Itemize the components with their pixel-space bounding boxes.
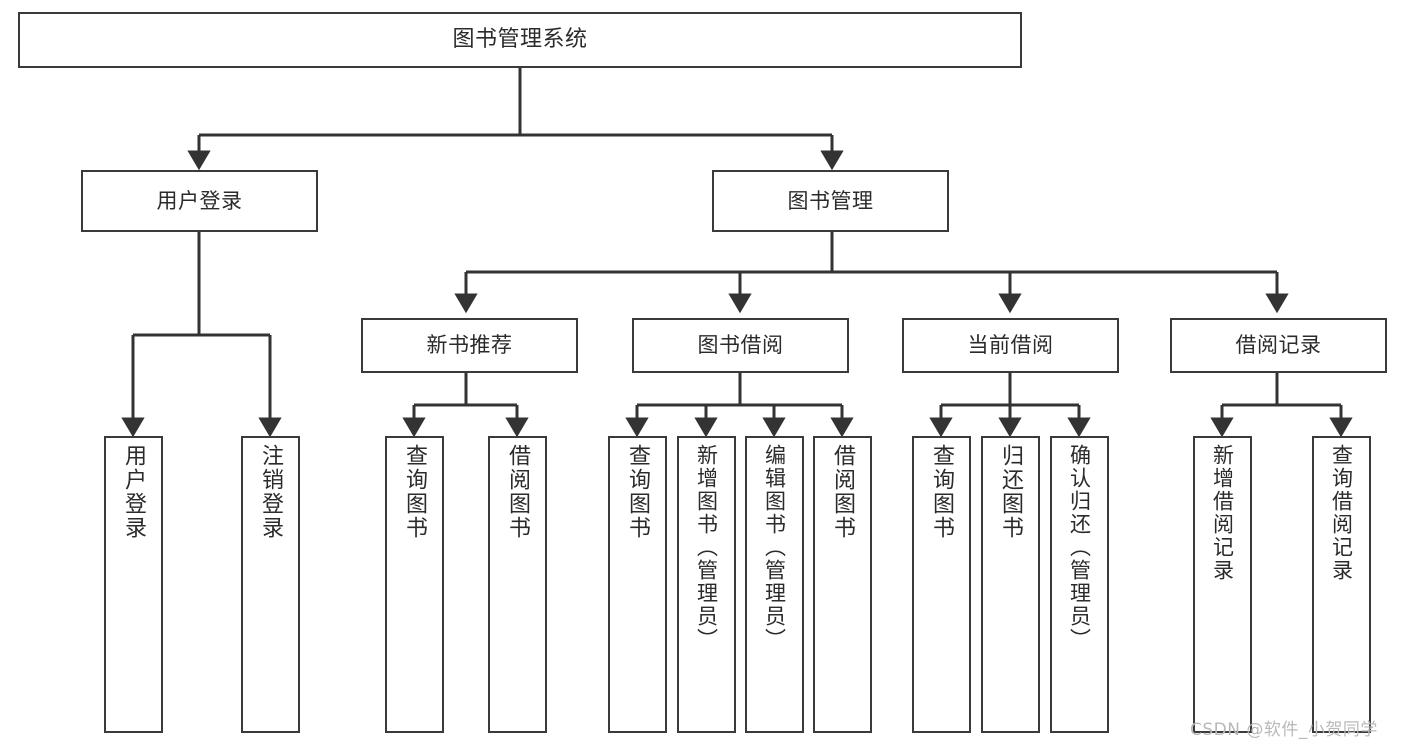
node-current-borrow[interactable]: 当前借阅	[902, 318, 1119, 373]
leaf-user-login-login[interactable]: 用户登录	[104, 436, 163, 733]
node-label: 图书借阅	[697, 333, 784, 358]
node-label: 查询借阅记录	[1329, 444, 1354, 582]
watermark: CSDN @软件_小贺同学	[1190, 720, 1378, 740]
leaf-new-book-query-book[interactable]: 查询图书	[385, 436, 444, 733]
node-label: 新增图书（管理员）	[694, 444, 719, 651]
leaf-book-borrow-add-book-admin[interactable]: 新增图书（管理员）	[677, 436, 736, 733]
node-book-management[interactable]: 图书管理	[712, 170, 949, 232]
leaf-current-borrow-query-book[interactable]: 查询图书	[912, 436, 971, 733]
node-book-borrow[interactable]: 图书借阅	[632, 318, 849, 373]
node-label: 用户登录	[121, 444, 147, 540]
node-label: 新增借阅记录	[1210, 444, 1235, 582]
node-label: 新书推荐	[426, 333, 513, 358]
node-label: 确认归还（管理员）	[1067, 444, 1092, 651]
node-label: 注销登录	[258, 444, 284, 540]
node-label: 查询图书	[929, 444, 955, 540]
node-new-book-recommend[interactable]: 新书推荐	[361, 318, 578, 373]
node-label: 查询图书	[402, 444, 428, 540]
node-root-book-management-system[interactable]: 图书管理系统	[18, 12, 1022, 68]
node-label: 借阅图书	[830, 444, 856, 540]
node-label: 归还图书	[998, 444, 1024, 540]
node-label: 当前借阅	[967, 333, 1054, 358]
node-label: 借阅图书	[505, 444, 531, 540]
node-label: 用户登录	[156, 188, 243, 213]
leaf-current-borrow-return-book[interactable]: 归还图书	[981, 436, 1040, 733]
node-label: 查询图书	[625, 444, 651, 540]
node-label: 编辑图书（管理员）	[762, 444, 787, 651]
leaf-book-borrow-query-book[interactable]: 查询图书	[608, 436, 667, 733]
leaf-borrow-record-query-record[interactable]: 查询借阅记录	[1312, 436, 1371, 733]
node-label: 借阅记录	[1235, 333, 1322, 358]
leaf-current-borrow-confirm-return-admin[interactable]: 确认归还（管理员）	[1050, 436, 1109, 733]
leaf-borrow-record-add-record[interactable]: 新增借阅记录	[1193, 436, 1252, 733]
node-user-login[interactable]: 用户登录	[81, 170, 318, 232]
leaf-book-borrow-edit-book-admin[interactable]: 编辑图书（管理员）	[745, 436, 804, 733]
leaf-book-borrow-borrow-book[interactable]: 借阅图书	[813, 436, 872, 733]
node-label: 图书管理系统	[452, 27, 588, 53]
leaf-user-login-logout[interactable]: 注销登录	[241, 436, 300, 733]
node-borrow-record[interactable]: 借阅记录	[1170, 318, 1387, 373]
node-label: 图书管理	[787, 188, 874, 213]
leaf-new-book-borrow-book[interactable]: 借阅图书	[488, 436, 547, 733]
